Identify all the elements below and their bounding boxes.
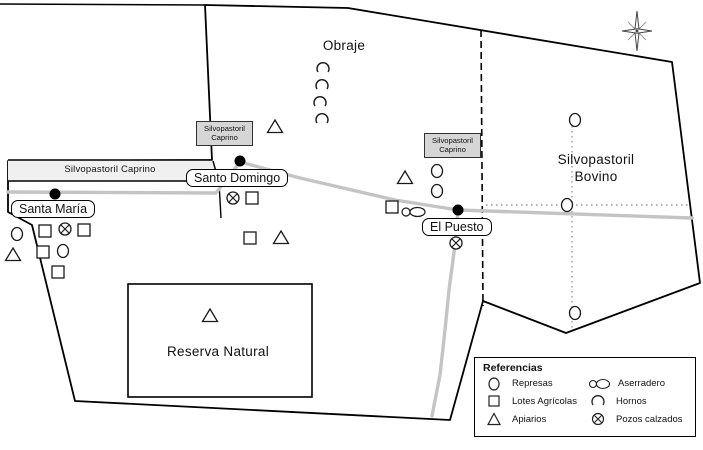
region-label-caprino-strip: Silvopastoril Caprino (64, 164, 156, 175)
marker-apiario (266, 118, 284, 134)
lote-agricola-icon (488, 395, 500, 408)
legend-item-pozos-calzados: Pozos calzados (587, 410, 691, 428)
marker-lote (243, 231, 257, 245)
marker-represa (430, 163, 444, 179)
marker-lote (245, 191, 259, 205)
zone-box-caprino-1: Silvopastoril Caprino (196, 121, 253, 146)
zone-box-line1: Silvopastoril (432, 136, 473, 145)
marker-apiario (272, 229, 290, 245)
bovino-dashed-divider (480, 29, 484, 307)
region-label-bovino: Silvopastoril Bovino (526, 152, 666, 186)
legend-item-apiarios: Apiarios (483, 410, 587, 428)
zone-box-caprino-2: Silvopastoril Caprino (424, 133, 481, 158)
settlement-dot (49, 188, 61, 200)
marker-represa (56, 243, 70, 259)
marker-represa (560, 197, 574, 213)
marker-horno (315, 113, 329, 124)
markers-layer (4, 62, 582, 323)
marker-apiario (4, 246, 22, 262)
legend-label: Pozos calzados (616, 413, 683, 425)
legend-grid: Represas Lotes Agrícolas Apiarios As (475, 375, 695, 431)
marker-horno (313, 96, 327, 107)
marker-pozo (449, 236, 463, 250)
legend-label: Represas (512, 378, 553, 390)
legend-item-represas: Represas (483, 375, 587, 393)
marker-lote (385, 200, 399, 214)
marker-horno (315, 79, 329, 90)
pozo-calzado-icon (591, 413, 605, 426)
reserva-natural-outline (127, 283, 313, 398)
marker-represa (568, 112, 582, 128)
caprino-strip-area (8, 160, 219, 181)
apiario-icon (486, 412, 502, 426)
legend: Referencias Represas Lotes Agrícolas Api… (474, 357, 696, 437)
legend-item-hornos: Hornos (587, 393, 691, 411)
legend-label: Aserradero (618, 378, 665, 390)
settlement-dot (234, 155, 246, 167)
map-edge-line (0, 3, 206, 6)
legend-item-lotes-agricolas: Lotes Agrícolas (483, 393, 587, 411)
settlement-dot (452, 204, 464, 216)
horno-icon (591, 395, 605, 406)
region-label-bovino-line2: Bovino (574, 168, 618, 184)
marker-pozo (226, 191, 240, 205)
legend-title: Referencias (483, 362, 543, 374)
marker-represa (430, 183, 444, 199)
marker-aserradero (401, 206, 426, 218)
zone-box-line2: Caprino (439, 145, 466, 155)
place-label-santa-maria: Santa María (11, 200, 96, 218)
legend-label: Hornos (616, 395, 647, 407)
compass-rose-icon (621, 10, 653, 52)
place-label-el-puesto: El Puesto (422, 218, 492, 236)
marker-pozo (58, 222, 72, 236)
legend-label: Lotes Agrícolas (512, 395, 577, 407)
place-label-santo-domingo: Santo Domingo (186, 169, 289, 187)
marker-represa (568, 305, 582, 321)
legend-label: Apiarios (512, 413, 547, 425)
zone-box-line2: Caprino (211, 133, 238, 143)
marker-lote (38, 224, 52, 238)
aserradero-icon (588, 378, 611, 389)
marker-horno (316, 62, 330, 73)
marker-apiario (396, 169, 414, 185)
region-label-reserva: Reserva Natural (166, 344, 270, 359)
region-label-bovino-line1: Silvopastoril (557, 152, 635, 167)
marker-lote (77, 223, 91, 237)
zone-box-line1: Silvopastoril (204, 124, 245, 133)
legend-item-aserradero: Aserradero (587, 375, 691, 393)
region-label-obraje: Obraje (322, 38, 366, 53)
marker-lote (51, 265, 65, 279)
marker-lote (36, 245, 50, 259)
marker-represa (10, 226, 24, 242)
marker-apiario (201, 307, 219, 323)
represa-icon (488, 377, 500, 391)
